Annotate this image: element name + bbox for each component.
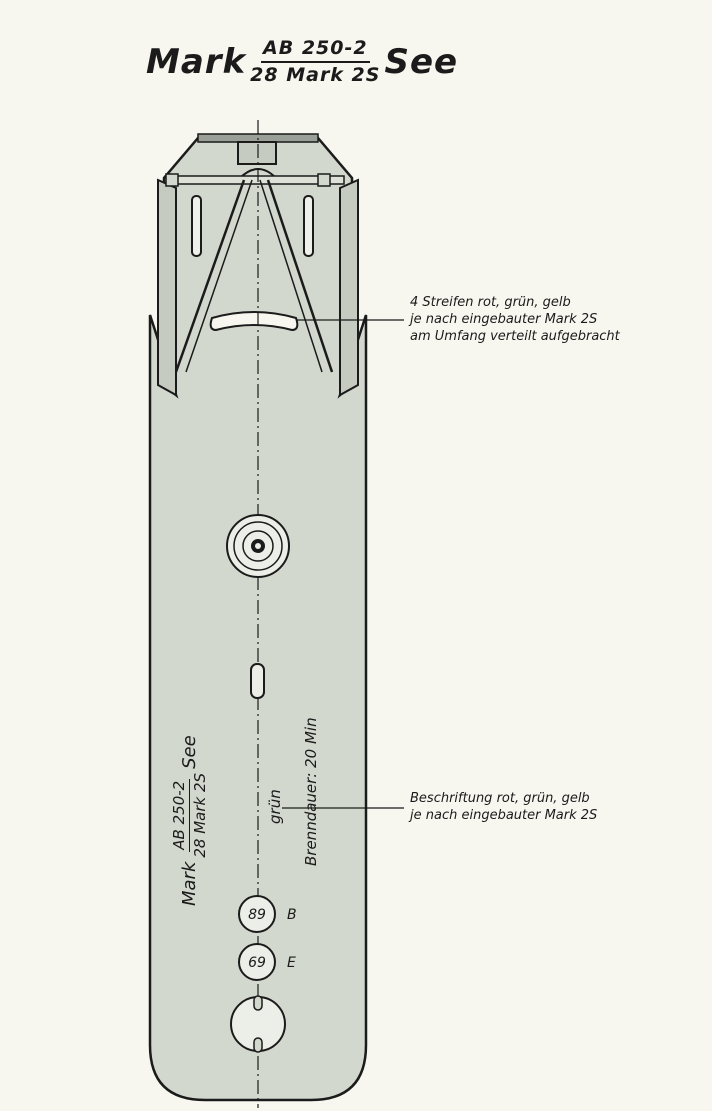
- body-marking-fraction: AB 250-2 28 Mark 2S: [170, 773, 209, 858]
- stamp-letter-b: B: [287, 907, 297, 923]
- body-burn-time: Brenndauer: 20 Min: [302, 717, 320, 866]
- title-suffix: See: [384, 42, 459, 82]
- stamp-circle-69: [238, 943, 276, 981]
- title-denominator: 28 Mark 2S: [250, 64, 381, 86]
- brace-right-inner: [259, 179, 323, 373]
- slot-right: [303, 195, 314, 257]
- body-marking-suffix: See: [179, 735, 200, 769]
- center-fitting: [226, 514, 290, 578]
- annotation-stripes: 4 Streifen rot, grün, gelb je nach einge…: [410, 294, 620, 345]
- body-color-word: grün: [266, 789, 284, 824]
- brace-left-inner: [185, 179, 253, 373]
- diagram-title: Mark AB 250-2 28 Mark 2S See: [146, 32, 458, 92]
- annotation-lettering-line-1: Beschriftung rot, grün, gelb: [410, 791, 590, 806]
- annotation-lettering-line-2: je nach eingebauter Mark 2S: [410, 808, 598, 823]
- slot-left: [191, 195, 202, 257]
- brace-right: [266, 179, 334, 373]
- fin-left: [157, 178, 177, 397]
- annotation-stripes-line-3: am Umfang verteilt aufgebracht: [410, 329, 620, 344]
- body-marking-numerator: AB 250-2: [170, 778, 190, 852]
- annotation-stripes-line-1: 4 Streifen rot, grün, gelb: [410, 295, 571, 310]
- nose-fuze: [237, 141, 277, 165]
- stamp-number-89: 89: [248, 907, 266, 923]
- annotation-lettering: Beschriftung rot, grün, gelb je nach ein…: [410, 790, 597, 824]
- body-marking-prefix: Mark: [179, 861, 200, 906]
- brace-left: [174, 179, 246, 373]
- axis-slot: [250, 663, 265, 699]
- tail-plug-slot-top: [253, 995, 263, 1011]
- strut-end-left: [165, 173, 179, 187]
- title-numerator: AB 250-2: [261, 37, 370, 63]
- stamp-letter-e: E: [287, 955, 296, 971]
- strut-end-right: [317, 173, 331, 187]
- fin-right: [339, 178, 359, 397]
- annotation-stripes-line-2: je nach eingebauter Mark 2S: [410, 312, 598, 327]
- body-marking-denominator: 28 Mark 2S: [191, 772, 209, 858]
- body-marking: Mark AB 250-2 28 Mark 2S See: [170, 735, 209, 906]
- title-prefix: Mark: [146, 42, 247, 82]
- stamp-circle-89: [238, 895, 276, 933]
- title-fraction: AB 250-2 28 Mark 2S: [250, 37, 380, 87]
- color-stripe: [209, 311, 299, 332]
- stamp-number-69: 69: [248, 955, 266, 971]
- tail-plug-slot-bottom: [253, 1037, 263, 1053]
